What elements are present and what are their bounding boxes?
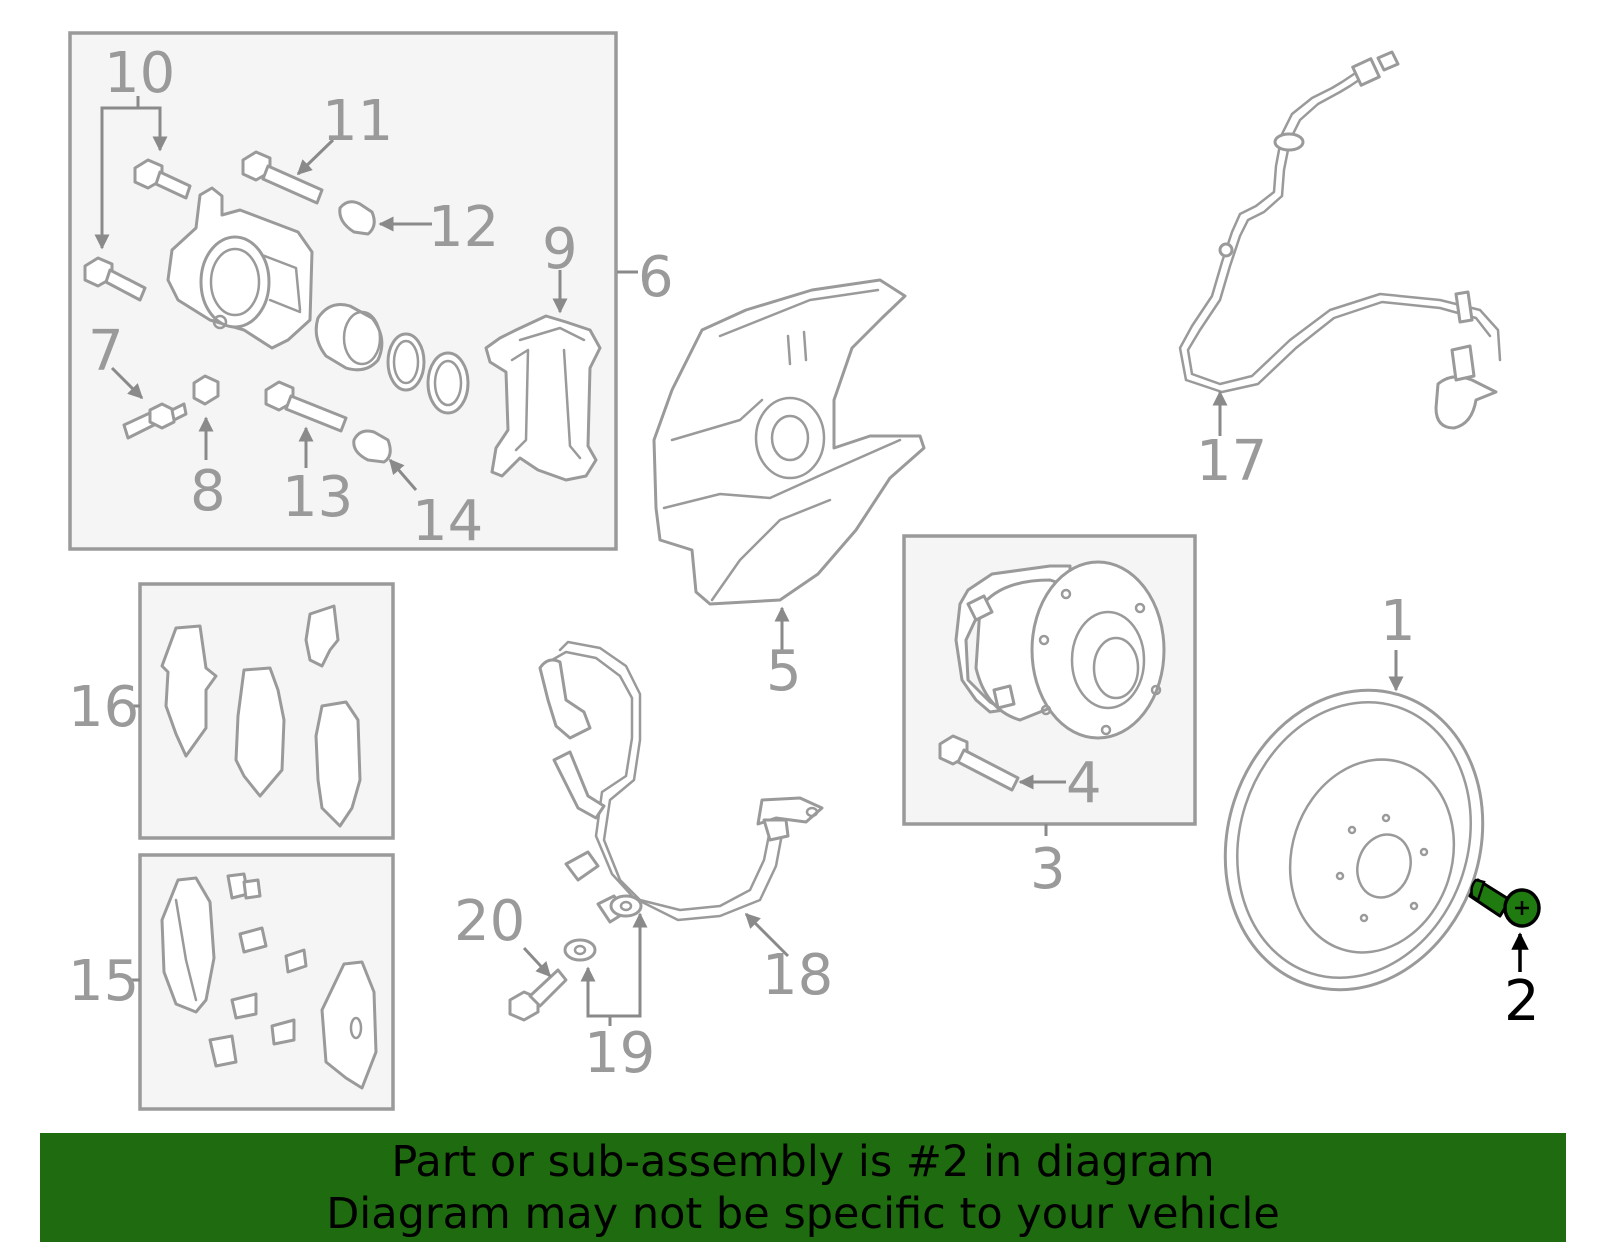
callout-7: 7 xyxy=(88,319,124,384)
hub-bolt-4[interactable] xyxy=(938,734,1020,792)
union-bolt-20[interactable] xyxy=(508,968,568,1022)
piston-seal[interactable] xyxy=(386,332,426,392)
callout-14: 14 xyxy=(412,489,483,554)
callout-2: 2 xyxy=(1504,969,1540,1034)
brake-hose-sensor-18[interactable] xyxy=(538,640,824,924)
callout-16: 16 xyxy=(68,675,139,740)
wheel-speed-sensor-17[interactable] xyxy=(1178,50,1502,430)
wheel-hub[interactable] xyxy=(954,560,1166,740)
brake-rotor[interactable] xyxy=(1187,657,1521,1024)
boot-12[interactable] xyxy=(338,200,376,236)
callout-8: 8 xyxy=(190,459,226,524)
notice-banner: Part or sub-assembly is #2 in diagram Di… xyxy=(40,1133,1566,1242)
caliper-bracket[interactable] xyxy=(484,314,602,482)
callout-5: 5 xyxy=(766,639,802,704)
callout-15: 15 xyxy=(68,949,139,1014)
callout-10: 10 xyxy=(104,41,175,106)
pad-set-16-parts[interactable] xyxy=(160,604,362,828)
caliper-housing[interactable] xyxy=(166,186,314,350)
notice-line-2: Diagram may not be specific to your vehi… xyxy=(326,1189,1280,1239)
guide-pin-13[interactable] xyxy=(264,380,348,433)
dust-shield[interactable] xyxy=(652,278,926,606)
piston[interactable] xyxy=(314,303,384,372)
callout-1: 1 xyxy=(1380,589,1416,654)
callout-20: 20 xyxy=(454,889,525,954)
callout-17: 17 xyxy=(1196,429,1267,494)
callout-6: 6 xyxy=(638,245,674,310)
boot-14[interactable] xyxy=(352,429,392,464)
callout-12: 12 xyxy=(428,195,499,260)
callout-13: 13 xyxy=(282,465,353,530)
bleeder-cap[interactable] xyxy=(192,374,220,406)
caliper-bolt-lower[interactable] xyxy=(83,256,147,302)
callout-3: 3 xyxy=(1030,837,1066,902)
caliper-bolt-upper[interactable] xyxy=(133,158,192,200)
notice-line-1: Part or sub-assembly is #2 in diagram xyxy=(391,1137,1215,1187)
dust-boot[interactable] xyxy=(426,351,470,415)
washer-19-b[interactable] xyxy=(609,894,643,918)
callout-18: 18 xyxy=(762,943,833,1008)
guide-pin-11[interactable] xyxy=(241,150,324,205)
rotor-screw-highlighted[interactable] xyxy=(1468,878,1541,928)
washer-19-a[interactable] xyxy=(563,938,597,962)
callout-9: 9 xyxy=(542,217,578,282)
callout-19: 19 xyxy=(584,1021,655,1086)
pad-set-15-parts[interactable] xyxy=(160,872,378,1090)
callout-4: 4 xyxy=(1066,751,1102,816)
bleeder-screw[interactable] xyxy=(122,402,188,440)
callout-11: 11 xyxy=(322,89,393,154)
